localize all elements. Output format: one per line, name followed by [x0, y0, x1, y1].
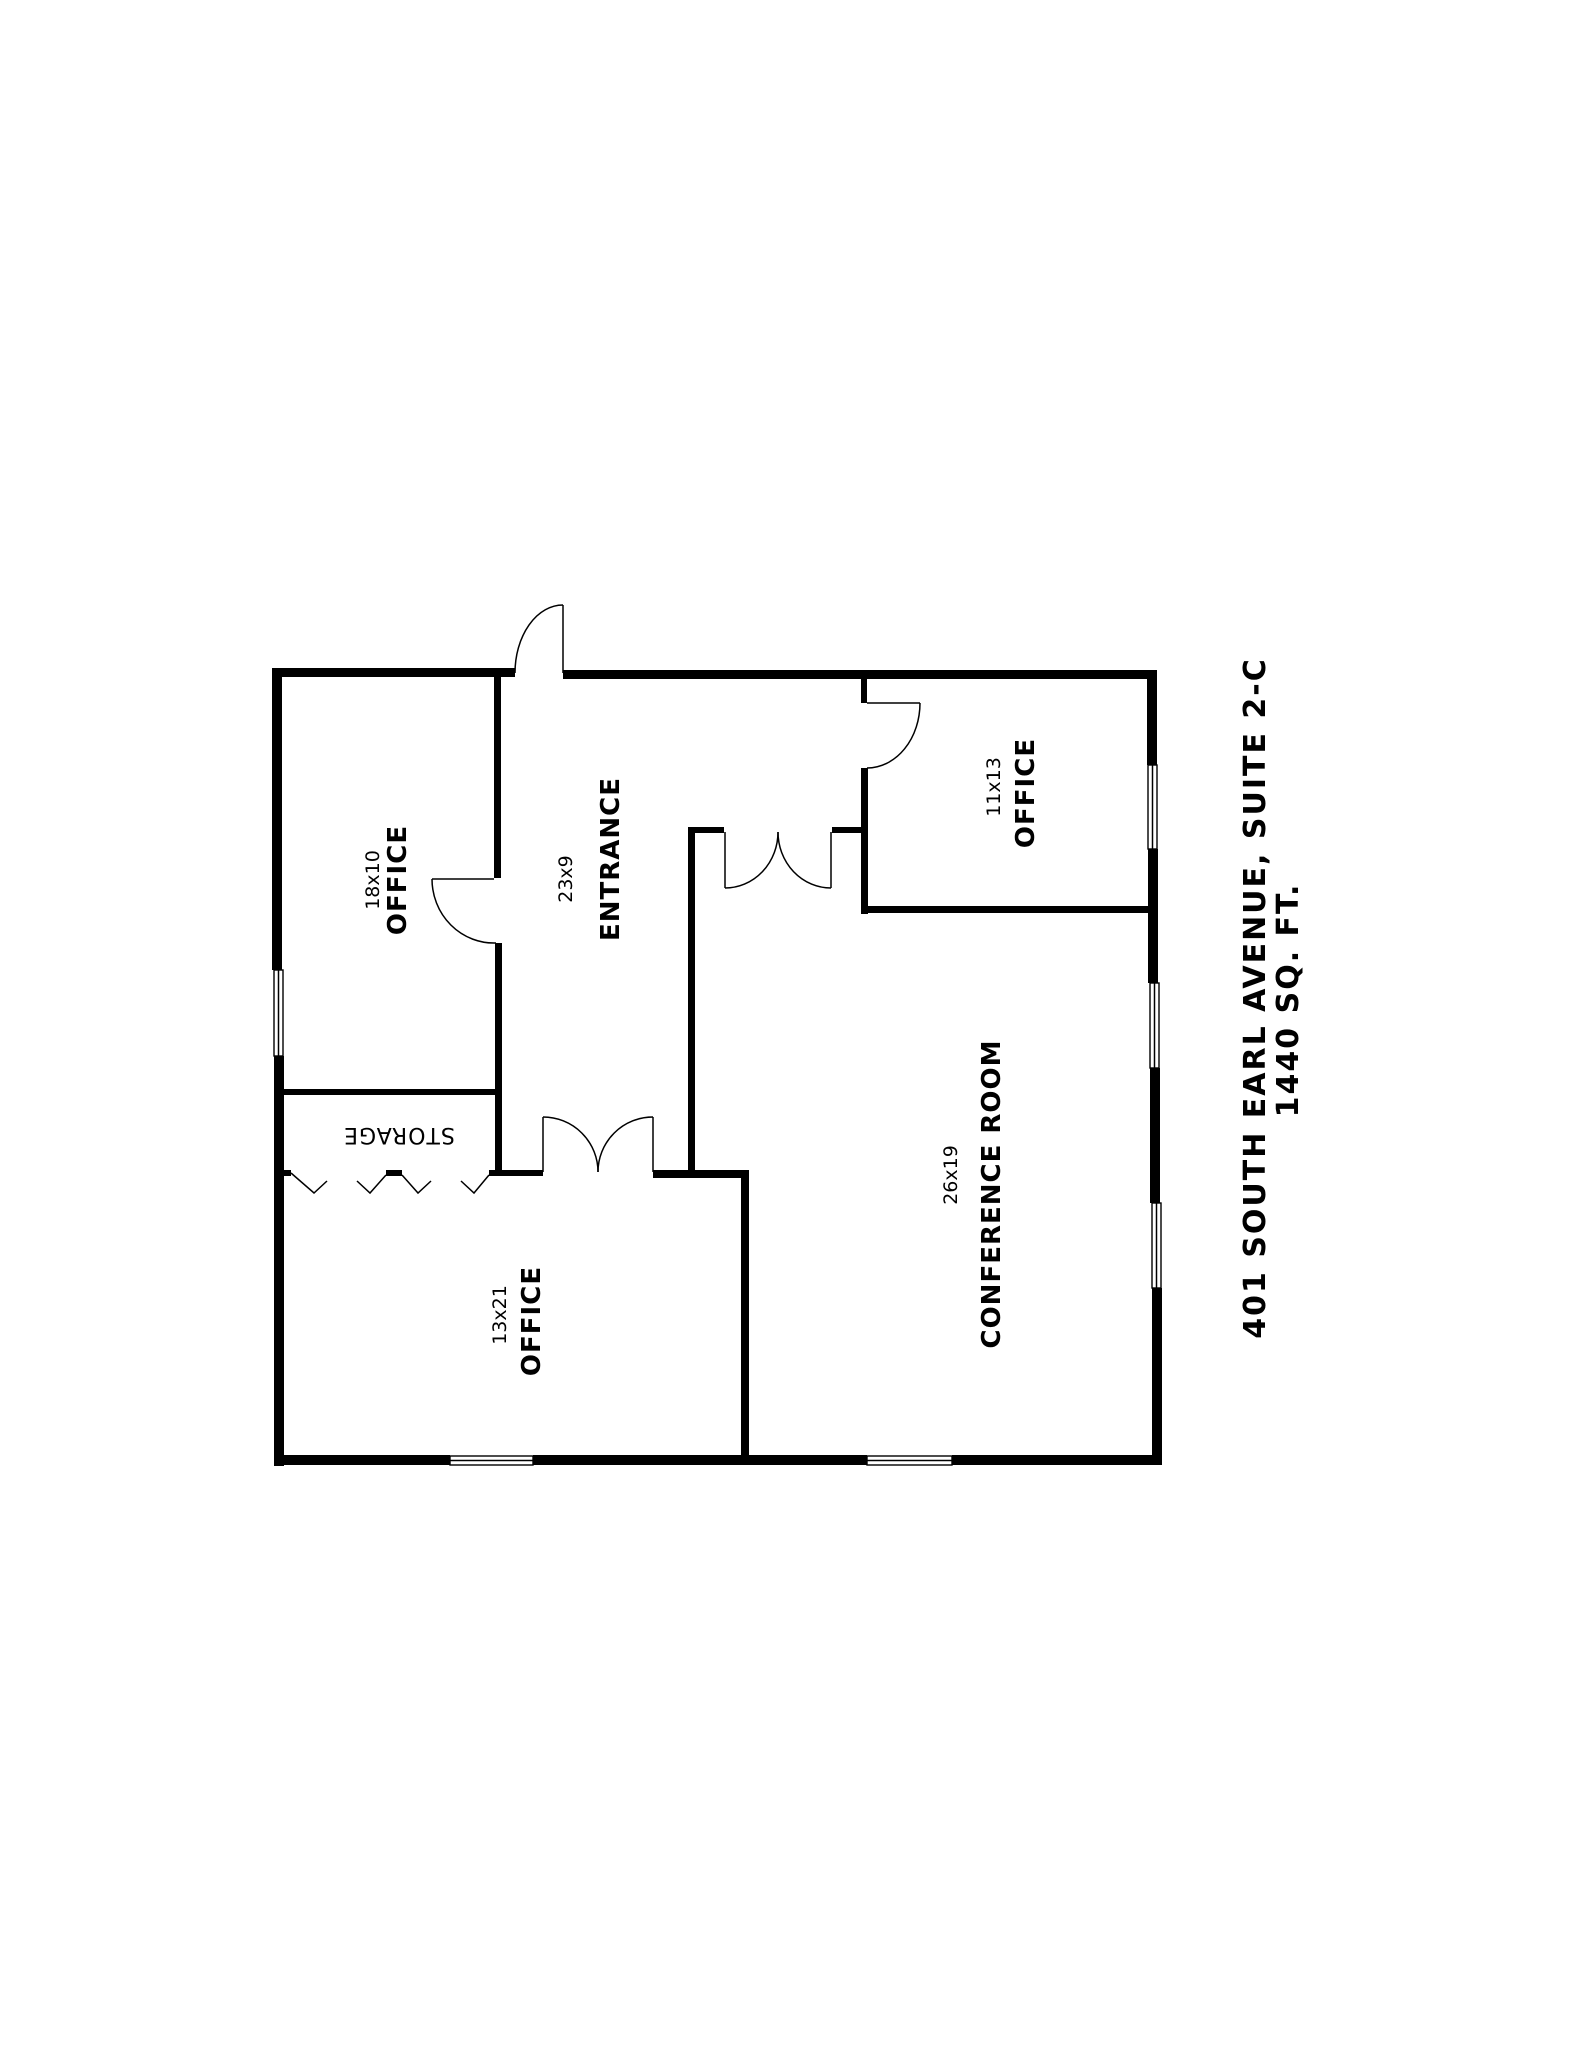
area-line: 1440 SQ. FT. — [1271, 883, 1306, 1118]
interior-walls — [282, 677, 1153, 1460]
conf-top-stub-right — [832, 827, 865, 833]
room-label-office-13x21: 13x21 OFFICE — [489, 1266, 547, 1376]
door-conference-double[interactable] — [724, 831, 832, 889]
wall-office1-entrance-upper — [494, 677, 501, 878]
room-name: OFFICE — [1011, 738, 1041, 848]
bottom-wall-a — [278, 1455, 450, 1465]
room-label-conference: 26x19 CONFERENCE ROOM — [940, 1040, 1007, 1349]
conf-top-stub-left — [688, 827, 724, 833]
storage-wall-stub-1 — [282, 1170, 291, 1176]
room-label-entrance: 23x9 ENTRANCE — [555, 777, 626, 941]
bottom-wall-b — [533, 1455, 867, 1465]
address-line: 401 SOUTH EARL AVENUE, SUITE 2-C — [1238, 657, 1273, 1339]
storage-wall-stub-3 — [489, 1170, 543, 1176]
room-label-office-18x10: 18x10 OFFICE — [362, 825, 413, 935]
right-wall-c — [1150, 1068, 1160, 1203]
room-dimensions: 23x9 — [555, 855, 577, 903]
wall-office2-bottom — [863, 906, 1153, 913]
right-wall-d — [1152, 1288, 1162, 1465]
window-bottom-left — [449, 1455, 534, 1466]
wall-office2-left-upper — [861, 677, 867, 703]
storage-wall-stub-2 — [386, 1170, 402, 1176]
top-wall-left — [272, 668, 515, 677]
bottom-wall-c — [952, 1455, 1160, 1465]
door-office-18x10[interactable] — [431, 878, 497, 944]
windows — [273, 764, 1162, 1466]
top-wall-right — [563, 670, 1157, 679]
door-office-11x13[interactable] — [866, 702, 921, 769]
plan-title: 401 SOUTH EARL AVENUE, SUITE 2-C 1440 SQ… — [1238, 657, 1306, 1339]
room-name: OFFICE — [517, 1266, 547, 1376]
wall-office3-top-right — [653, 1170, 749, 1178]
right-wall-a — [1147, 670, 1157, 765]
wall-office1-entrance-lower — [495, 943, 502, 1175]
room-dimensions: 13x21 — [489, 1285, 511, 1345]
exterior-walls — [272, 668, 1162, 1466]
window-right-3 — [1151, 1202, 1162, 1289]
right-wall-b — [1148, 849, 1158, 983]
window-right-1 — [1147, 764, 1158, 850]
room-dimensions: 11x13 — [983, 757, 1005, 817]
room-dimensions: 18x10 — [362, 850, 384, 910]
door-office-13x21-double[interactable] — [542, 1116, 654, 1173]
room-label-office-11x13: 11x13 OFFICE — [983, 738, 1041, 848]
window-right-2 — [1149, 982, 1160, 1069]
left-wall-upper — [272, 668, 282, 970]
room-name: STORAGE — [343, 1122, 455, 1147]
room-name: CONFERENCE ROOM — [977, 1040, 1007, 1349]
left-wall-lower — [274, 1056, 284, 1466]
window-left — [273, 969, 284, 1057]
room-name: OFFICE — [383, 825, 413, 935]
wall-office1-storage — [282, 1089, 500, 1095]
door-main-entrance[interactable] — [514, 604, 564, 674]
wall-entrance-conference — [688, 827, 695, 1172]
room-label-storage: STORAGE — [343, 1122, 455, 1147]
doors — [290, 604, 921, 1195]
room-name: ENTRANCE — [596, 777, 626, 941]
window-bottom-right — [866, 1455, 953, 1466]
room-dimensions: 26x19 — [940, 1145, 962, 1205]
wall-office3-conference — [741, 1170, 749, 1460]
door-storage-bifold[interactable] — [290, 1172, 490, 1195]
wall-office2-left-lower — [861, 768, 868, 914]
